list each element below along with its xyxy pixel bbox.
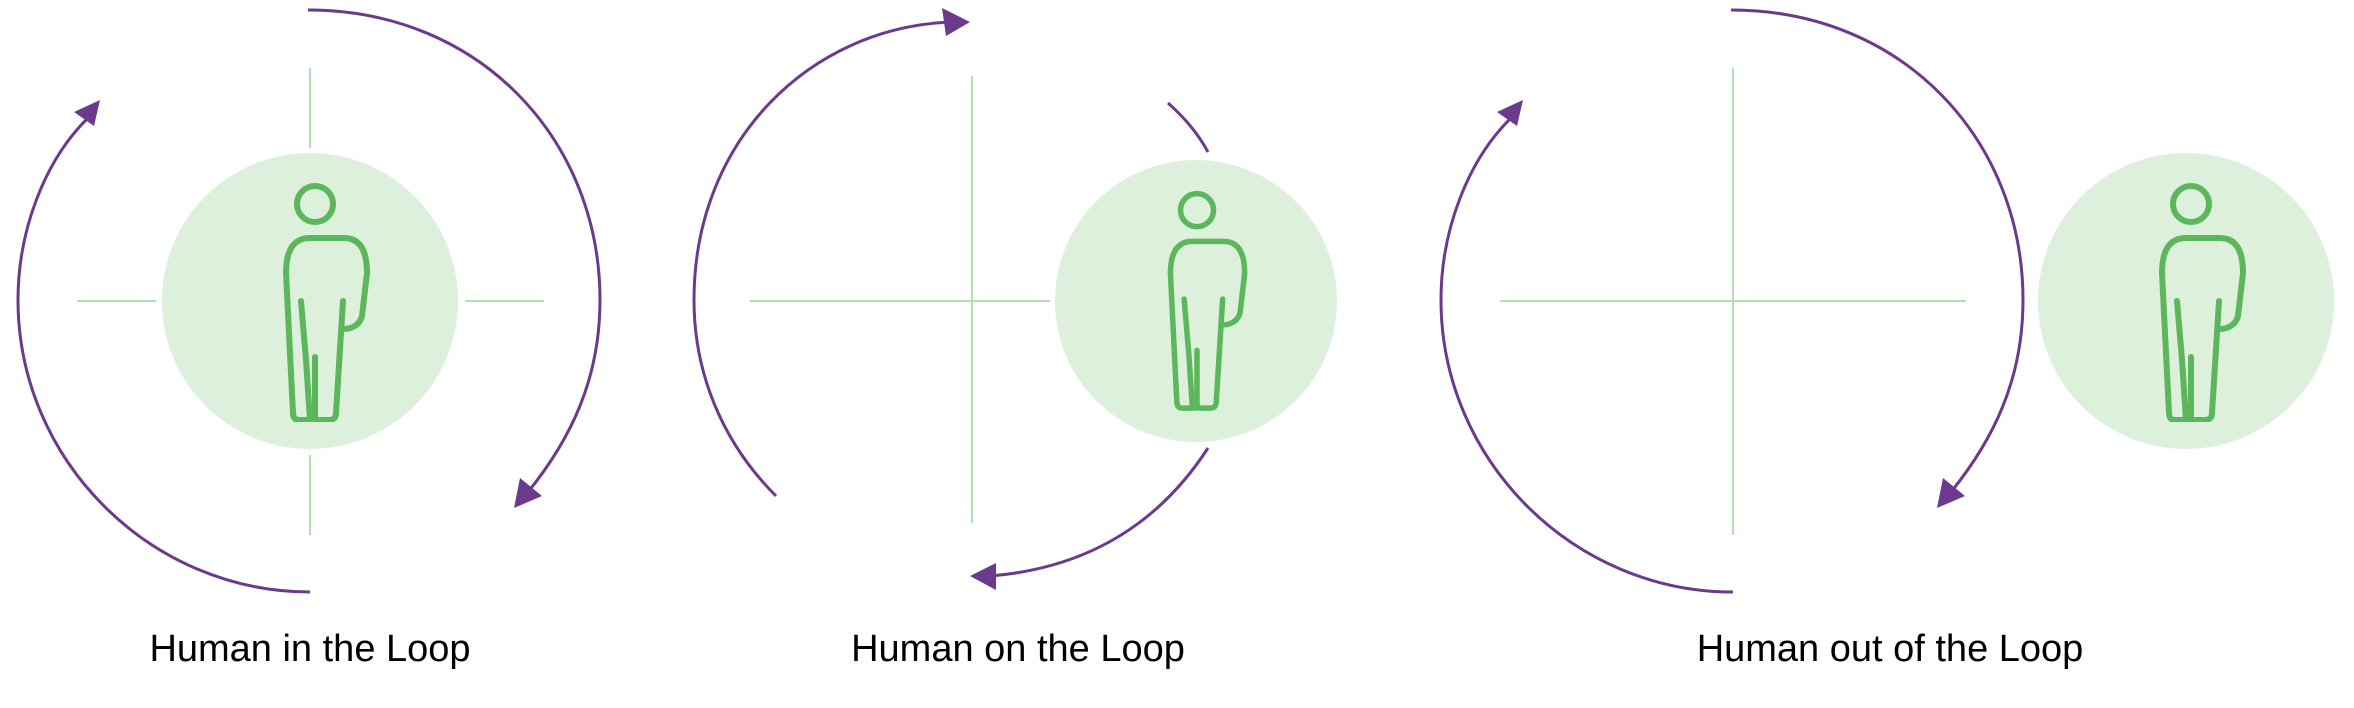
curved-arrow-right xyxy=(307,8,602,508)
curved-arrow-bottom xyxy=(970,447,1210,590)
arc-segment-top-right xyxy=(1167,101,1210,153)
guide-lines xyxy=(77,68,544,535)
label-human-out-of-the-loop: Human out of the Loop xyxy=(1696,628,2084,670)
panel-human-out-of-the-loop xyxy=(1439,8,2334,594)
panel-human-on-the-loop xyxy=(692,8,1337,590)
curved-arrow-right xyxy=(1730,8,2025,508)
person-circle xyxy=(162,153,458,449)
guide-lines xyxy=(750,76,1050,523)
person-circle xyxy=(2038,153,2334,449)
curved-arrow-left xyxy=(1439,100,1734,594)
person-circle xyxy=(1055,160,1337,442)
label-human-in-the-loop: Human in the Loop xyxy=(149,628,471,670)
curved-arrow-left xyxy=(16,100,311,594)
guide-lines xyxy=(1500,68,1966,535)
panel-human-in-the-loop xyxy=(16,8,602,594)
curved-arrow-top-left xyxy=(692,8,970,498)
label-human-on-the-loop: Human on the Loop xyxy=(851,628,1185,670)
